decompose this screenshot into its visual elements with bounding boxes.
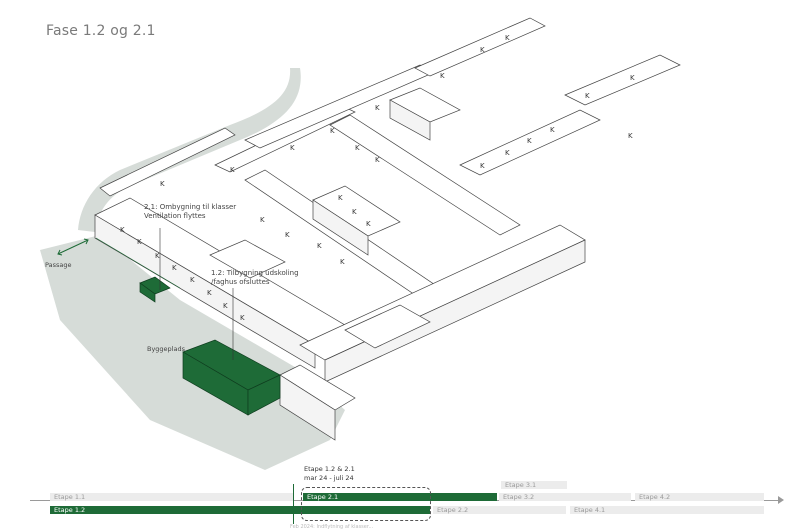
wing-inner-2 (329, 114, 521, 236)
k-marker: K (355, 144, 360, 152)
annotation-2-1-line2: Ventilation flyttes (144, 212, 206, 220)
k-marker: K (285, 231, 290, 239)
k-marker: K (260, 216, 265, 224)
bar-etape-4-2[interactable]: Etape 4.2 (635, 493, 764, 501)
k-marker: K (550, 126, 555, 134)
wing-se-facade (324, 239, 586, 383)
k-marker: K (290, 144, 295, 152)
footnote: Feb 2024: Indflytning af klasser... (290, 524, 374, 530)
bar-etape-3-2[interactable]: Etape 3.2 (499, 493, 631, 501)
k-marker: K (628, 132, 633, 140)
k-marker: K (480, 162, 485, 170)
annotation-1-2-line2: /faghus ofsluttes (211, 278, 270, 286)
bar-etape-1-1[interactable]: Etape 1.1 (50, 493, 293, 501)
block-annex (209, 239, 286, 279)
k-marker: K (440, 72, 445, 80)
passage-label: Passage (45, 261, 72, 269)
k-marker: K (338, 194, 343, 202)
k-marker: K (330, 127, 335, 135)
k-marker: K (120, 226, 125, 234)
wing-ne-roof (414, 17, 546, 77)
wing-nw-roof (99, 127, 236, 197)
block-north-side (389, 99, 431, 141)
k-marker: K (340, 258, 345, 266)
k-marker: K (317, 242, 322, 250)
k-marker: K (230, 166, 235, 174)
highlight-box (301, 487, 431, 521)
k-marker: K (172, 264, 177, 272)
wing-right-roof (459, 109, 601, 176)
k-marker: K (207, 289, 212, 297)
k-marker: K (223, 302, 228, 310)
bar-etape-2-2[interactable]: Etape 2.2 (433, 506, 566, 514)
axis-arrow-icon (778, 496, 784, 504)
callout-dates: mar 24 - juli 24 (304, 474, 354, 482)
annotation-2-1-line1: 2.1: Ombygning til klasser (144, 203, 237, 211)
bar-etape-4-1[interactable]: Etape 4.1 (570, 506, 764, 514)
k-marker: K (375, 156, 380, 164)
passage-arrow-icon (57, 238, 89, 256)
k-marker: K (527, 137, 532, 145)
k-marker: K (375, 104, 380, 112)
green-facade-strip (95, 237, 181, 289)
annotation-1-2-line1: 1.2: Tilbygning udskoling (211, 269, 299, 277)
block-center-side (312, 199, 369, 256)
wing-left-facade (94, 214, 316, 369)
annotation-2-1: 2.1: Ombygning til klasser Ventilation f… (144, 203, 236, 221)
k-marker: K (505, 34, 510, 42)
byggeplads-label: Byggeplads (147, 345, 185, 353)
room-markers: K K K K K K K K K K K K K K K K K K K K … (120, 34, 635, 322)
timeline-callout: Etape 1.2 & 2.1 mar 24 - juli 24 (304, 465, 355, 483)
k-marker: K (190, 276, 195, 284)
building-plan-drawing: K K K K K K K K K K K K K K K K K K K K … (40, 17, 681, 470)
k-marker: K (240, 314, 245, 322)
k-marker: K (480, 46, 485, 54)
k-marker: K (505, 149, 510, 157)
bar-etape-1-2[interactable]: Etape 1.2 (50, 506, 430, 514)
annotation-1-2: 1.2: Tilbygning udskoling /faghus ofslut… (211, 269, 299, 287)
k-marker: K (352, 208, 357, 216)
k-marker: K (585, 92, 590, 100)
page-title: Fase 1.2 og 2.1 (46, 23, 156, 39)
wing-mid-se (344, 304, 431, 349)
construction-building (139, 276, 281, 416)
bar-etape-2-1[interactable]: Etape 2.1 (303, 493, 497, 501)
wing-far-right (564, 54, 681, 106)
k-marker: K (630, 74, 635, 82)
bar-etape-3-1[interactable]: Etape 3.1 (501, 481, 567, 489)
k-marker: K (366, 220, 371, 228)
k-marker: K (155, 252, 160, 260)
k-marker: K (137, 238, 142, 246)
callout-phase: Etape 1.2 & 2.1 (304, 465, 355, 473)
current-date-marker (293, 484, 294, 524)
k-marker: K (160, 180, 165, 188)
